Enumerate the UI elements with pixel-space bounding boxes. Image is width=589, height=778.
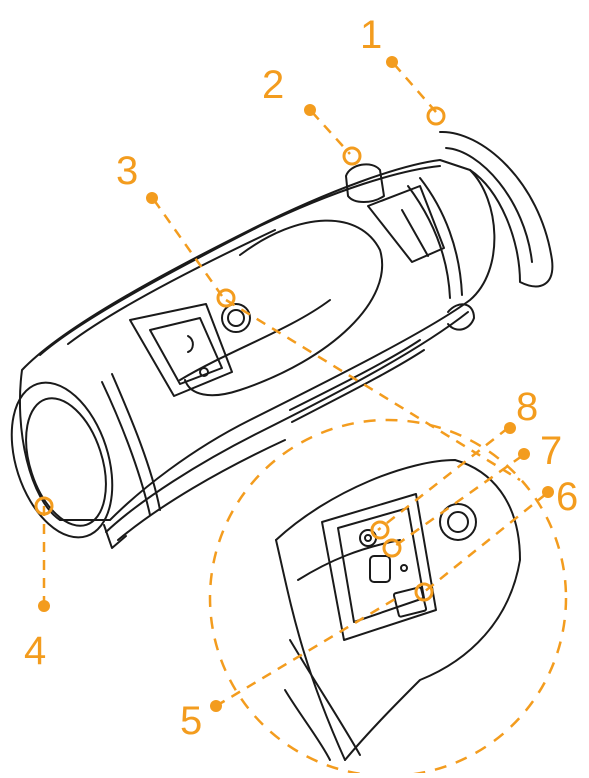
callout-8-target <box>370 520 390 540</box>
callout-targets <box>34 106 446 602</box>
callout-8-label: 8 <box>516 385 538 429</box>
callout-8-dot <box>504 422 516 434</box>
callout-3-label: 3 <box>116 149 138 193</box>
callout-6-dot <box>542 486 554 498</box>
callout-3-dot <box>146 192 158 204</box>
callout-7-target <box>382 538 402 558</box>
callout-1-label: 1 <box>360 13 382 57</box>
callout-2-label: 2 <box>262 63 284 107</box>
callout-1-target <box>426 106 446 126</box>
callout-leaders <box>42 63 568 778</box>
callout-4-dot <box>38 600 50 612</box>
monocular-body <box>10 130 554 549</box>
magnified-inset <box>275 459 521 761</box>
callout-numbers: 1 2 3 4 5 6 7 8 <box>24 13 578 743</box>
callout-1-dot <box>386 56 398 68</box>
callout-5-dot <box>210 700 222 712</box>
callout-5-label: 5 <box>180 699 202 743</box>
callout-7-label: 7 <box>540 429 562 473</box>
callout-3-target <box>216 288 236 308</box>
callout-6-target <box>414 582 434 602</box>
callout-7-dot <box>518 448 530 460</box>
callout-2-target <box>342 146 362 166</box>
callout-6-label: 6 <box>556 475 578 519</box>
callout-2-dot <box>304 104 316 116</box>
callout-4-target <box>34 496 54 516</box>
callout-dots <box>38 56 554 712</box>
callout-4-label: 4 <box>24 629 46 673</box>
